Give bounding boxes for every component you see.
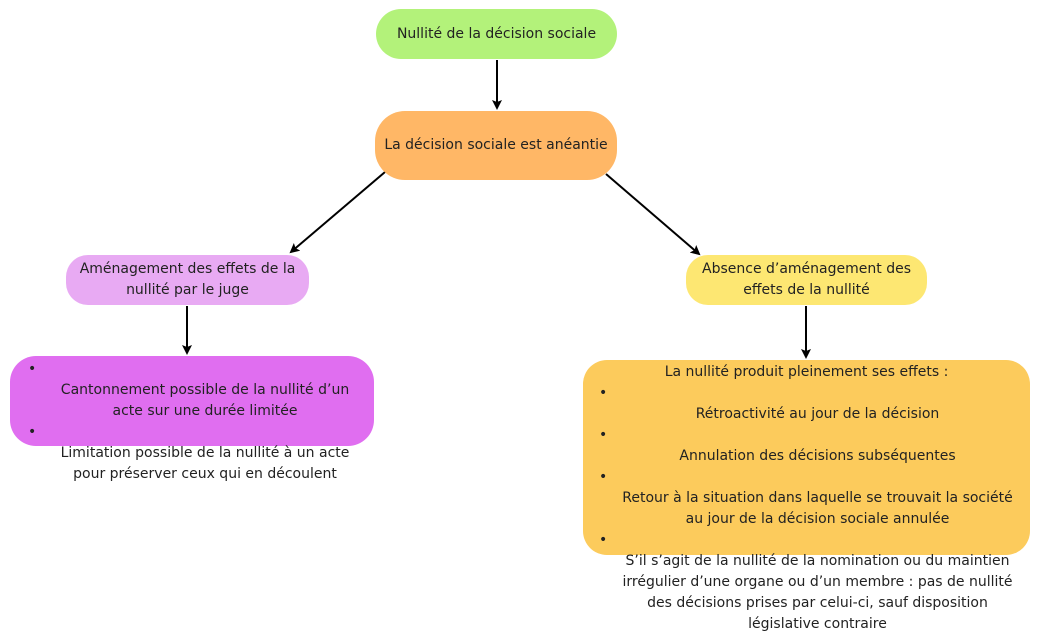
list-item: • Limitation possible de la nullité à un … xyxy=(22,422,366,485)
list-item-text: Annulation des décisions subséquentes xyxy=(679,448,956,464)
bullet-icon: • xyxy=(28,424,37,440)
list-item: • S’il s’agit de la nullité de la nominat… xyxy=(593,530,1020,635)
list-item-text: Retour à la situation dans laquelle se t… xyxy=(622,490,1013,527)
bullet-icon: • xyxy=(599,385,608,401)
list-item: • Rétroactivité au jour de la décision xyxy=(593,383,1020,425)
node-root: Nullité de la décision sociale xyxy=(376,9,617,59)
list-item: • Retour à la situation dans laquelle se … xyxy=(593,467,1020,530)
node-full-effects: La nullité produit pleinement ses effets… xyxy=(583,360,1030,632)
list-item: • Cantonnement possible de la nullité d’u… xyxy=(22,359,366,422)
node-judge-adjustment-label: Aménagement des effets de la nullité par… xyxy=(79,261,296,298)
node-no-adjustment: Absence d’aménagement des effets de la n… xyxy=(686,255,927,305)
node-judge-options: • Cantonnement possible de la nullité d’u… xyxy=(10,356,374,482)
node-judge-adjustment: Aménagement des effets de la nullité par… xyxy=(66,255,309,305)
list-item-text: Rétroactivité au jour de la décision xyxy=(695,406,940,422)
node-no-adjustment-label: Absence d’aménagement des effets de la n… xyxy=(702,261,911,298)
full-effects-list: • Rétroactivité au jour de la décision • A… xyxy=(593,383,1020,635)
node-decision-annihilated: La décision sociale est anéantie xyxy=(375,111,617,180)
list-item-text: Limitation possible de la nullité à un a… xyxy=(60,445,350,482)
list-item-text: Cantonnement possible de la nullité d’un… xyxy=(60,382,350,419)
bullet-icon: • xyxy=(599,532,608,548)
node-decision-annihilated-label: La décision sociale est anéantie xyxy=(384,137,608,153)
connector-layer xyxy=(182,60,811,359)
node-root-label: Nullité de la décision sociale xyxy=(396,25,597,42)
bullet-icon: • xyxy=(599,469,608,485)
list-item: • Annulation des décisions subséquentes xyxy=(593,425,1020,467)
arrow-annihilated-to-no-adjustment xyxy=(605,173,701,256)
full-effects-intro: La nullité produit pleinement ses effets… xyxy=(664,364,949,380)
list-item-text: S’il s’agit de la nullité de la nominati… xyxy=(622,553,1013,632)
bullet-icon: • xyxy=(599,427,608,443)
arrow-annihilated-to-adjustment xyxy=(289,171,386,254)
bullet-icon: • xyxy=(28,361,37,377)
judge-options-list: • Cantonnement possible de la nullité d’u… xyxy=(22,359,366,485)
